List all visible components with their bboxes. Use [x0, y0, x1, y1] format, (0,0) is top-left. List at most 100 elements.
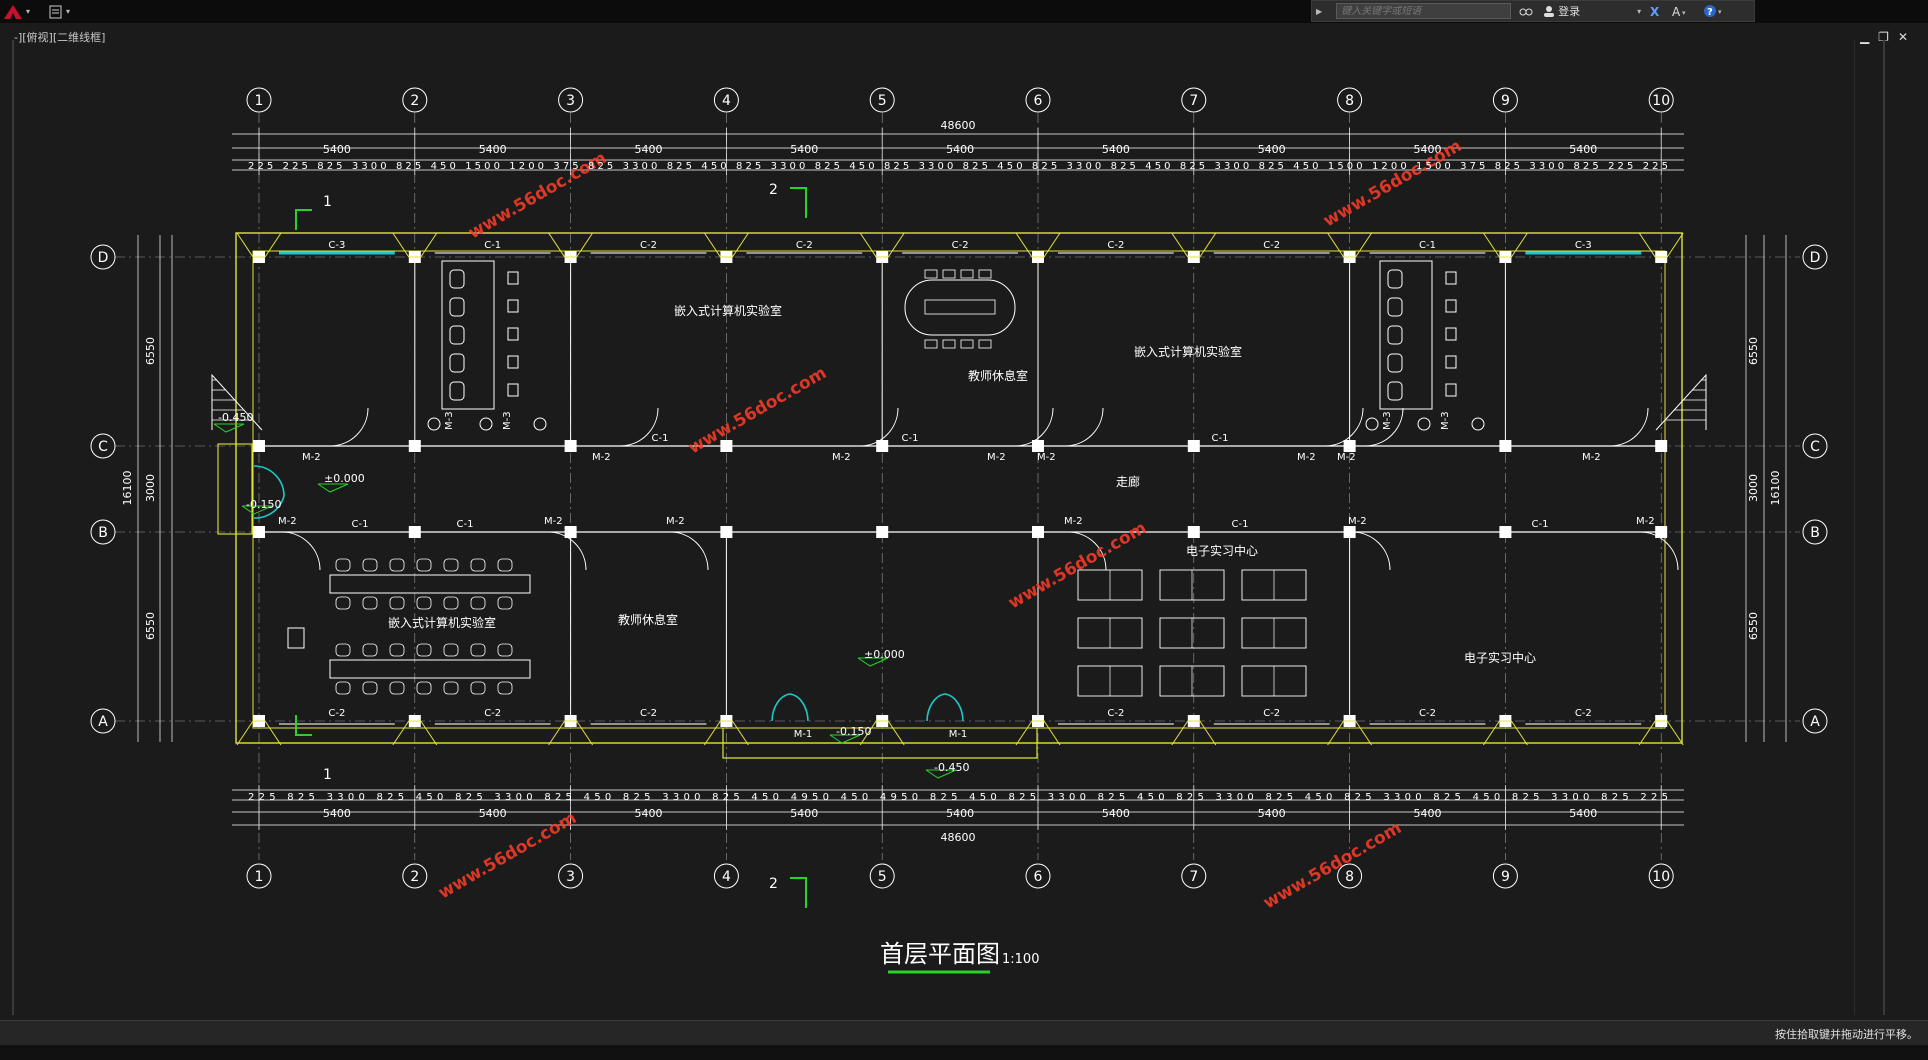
section-mark — [295, 209, 312, 230]
chair-icon — [443, 643, 459, 657]
column-bracket — [1171, 720, 1217, 746]
axis-label: D — [1810, 250, 1821, 266]
bay-dim-bottom: 5400 — [635, 807, 663, 820]
urinal-icon — [1445, 355, 1457, 369]
autocad-logo-icon — [4, 4, 22, 19]
column-square — [1343, 440, 1356, 452]
elevation-label: -0.450 — [218, 411, 253, 424]
window-tag: C-2 — [1263, 708, 1280, 719]
sink-icon — [427, 417, 441, 431]
sink-icon — [1417, 417, 1431, 431]
axis-label: 9 — [1501, 869, 1510, 885]
login-button[interactable]: 登录 ▾ — [1543, 3, 1641, 19]
conference-table-inner — [924, 299, 996, 315]
elevation-label: ±0.000 — [864, 648, 905, 661]
window-tag: C-2 — [640, 708, 657, 719]
column-square — [253, 526, 265, 538]
exchange-icon[interactable]: X — [1649, 5, 1663, 17]
communication-icon[interactable]: A▾ — [1671, 5, 1689, 17]
door-tag: M-2 — [1337, 452, 1356, 463]
conference-table — [904, 279, 1016, 336]
help-icon[interactable]: ?▾ — [1703, 4, 1725, 18]
window-tag: C-1 — [1212, 433, 1229, 444]
chair-icon — [362, 558, 378, 572]
window-tag: C-2 — [1575, 708, 1592, 719]
total-dim-bottom: 48600 — [941, 831, 976, 844]
axis-label: C — [1810, 439, 1820, 455]
axis-bubble — [1025, 863, 1051, 889]
urinal-icon — [1445, 327, 1457, 341]
column-bracket — [236, 232, 282, 258]
section-mark — [790, 187, 807, 218]
detail-dims-top: 225 225 825 3300 825 450 1500 1200 375 8… — [248, 161, 1668, 172]
chair-icon — [470, 643, 486, 657]
status-bar: 按住拾取键并拖动进行平移。 — [0, 1020, 1928, 1045]
minimize-icon[interactable]: ▁ — [1859, 30, 1870, 44]
restore-icon[interactable]: ❐ — [1878, 30, 1889, 44]
quick-access-button[interactable]: ▾ — [48, 2, 84, 21]
column-square — [564, 440, 577, 452]
room-label-teacher-lounge-bottom: 教师休息室 — [618, 612, 678, 627]
chair-icon — [389, 558, 405, 572]
chevron-down-icon: ▾ — [1637, 6, 1642, 16]
door-swing — [1351, 531, 1391, 571]
elevation-label: -0.150 — [246, 498, 281, 511]
column-bracket — [392, 232, 438, 258]
chair-icon — [497, 596, 513, 610]
binoculars-icon[interactable] — [1519, 5, 1533, 17]
column-bracket — [1482, 232, 1528, 258]
axis-bubble — [1492, 863, 1518, 889]
bottom-strip — [0, 1045, 1928, 1060]
close-icon[interactable]: ✕ — [1897, 30, 1908, 44]
window-tag: C-1 — [352, 519, 369, 530]
chair-icon — [924, 269, 938, 279]
window-tag: C-1 — [902, 433, 919, 444]
chair-icon — [335, 643, 351, 657]
column-square — [564, 526, 577, 538]
search-input[interactable] — [1336, 3, 1512, 19]
sink-icon — [1365, 417, 1379, 431]
elevation-label: -0.150 — [836, 725, 871, 738]
chair-icon — [470, 681, 486, 695]
column-bracket — [1015, 720, 1061, 746]
axis-label: 8 — [1345, 869, 1354, 885]
axis-bubble — [1492, 87, 1518, 113]
urinal-icon — [1445, 383, 1457, 397]
application-menu-button[interactable]: ▾ — [2, 2, 38, 21]
axis-bubble — [869, 87, 895, 113]
top-toolbar: ▾ ▾ ▶ 登录 ▾ X A▾ ?▾ — [0, 0, 1928, 23]
axis-label: 1 — [255, 869, 264, 885]
column-square — [1499, 440, 1512, 452]
column-bracket — [703, 720, 749, 746]
column-square — [408, 440, 421, 452]
axis-label: A — [98, 714, 108, 730]
elevation-label: -0.450 — [934, 761, 969, 774]
bay-dim-top: 5400 — [1569, 143, 1597, 156]
chevron-down-icon: ▾ — [66, 7, 71, 16]
column-bracket — [1482, 720, 1528, 746]
elevation-marker — [213, 423, 245, 433]
chair-icon — [470, 596, 486, 610]
svg-text:?: ? — [1707, 7, 1713, 18]
viewport-label[interactable]: -][俯视][二维线框] — [14, 31, 106, 44]
door-swing — [329, 407, 369, 447]
expand-arrow-icon[interactable]: ▶ — [1316, 6, 1323, 16]
bay-dim-top: 5400 — [323, 143, 351, 156]
toilet-icon — [1387, 353, 1403, 373]
chair-icon — [443, 596, 459, 610]
chair-icon — [416, 643, 432, 657]
chair-icon — [362, 643, 378, 657]
axis-label: 6 — [1034, 869, 1043, 885]
axis-bubble — [1337, 87, 1363, 113]
bay-dim-bottom: 5400 — [479, 807, 507, 820]
toilet-icon — [1387, 269, 1403, 289]
chair-icon — [443, 558, 459, 572]
section-mark-label: 2 — [769, 876, 778, 892]
elevation-marker — [857, 657, 889, 667]
column-bracket — [859, 720, 905, 746]
door-tag: M-2 — [544, 516, 563, 527]
door-tag: M-2 — [1297, 452, 1316, 463]
column-bracket — [1015, 232, 1061, 258]
toilet-icon — [449, 381, 465, 401]
